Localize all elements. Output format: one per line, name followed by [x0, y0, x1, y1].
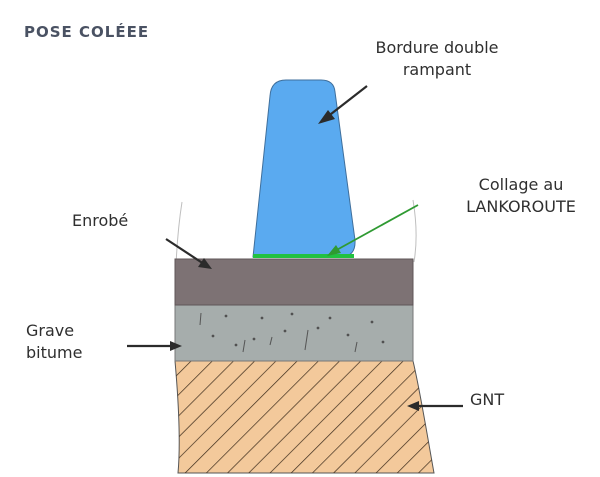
- label-grave-bitume: Grave bitume: [26, 321, 83, 362]
- label-collage: Collage au LANKOROUTE: [466, 175, 576, 216]
- grave-texture: [199, 312, 385, 353]
- gnt-hatching: [175, 361, 434, 473]
- pointer-arrows: [127, 85, 463, 411]
- grave-arrowhead: [170, 341, 182, 351]
- enrobe-layer: [174, 258, 414, 306]
- collage-arrowhead: [327, 245, 341, 256]
- gnt-arrowhead: [407, 401, 419, 411]
- label-bordure: Bordure double rampant: [375, 38, 499, 79]
- enrobe-arrow: [165, 238, 208, 267]
- label-gnt: GNT: [470, 390, 505, 409]
- right-edge-line: [412, 199, 417, 263]
- bordure-double-rampant: [252, 79, 356, 258]
- bordure-arrowhead: [318, 110, 335, 124]
- collage-arrow: [332, 204, 419, 253]
- collage-pointer: [327, 204, 419, 256]
- diagram-title: POSE COLÉEE: [24, 23, 150, 41]
- label-enrobe: Enrobé: [72, 211, 129, 230]
- grave-bitume-layer: [174, 304, 414, 362]
- enrobe-arrowhead: [198, 258, 212, 269]
